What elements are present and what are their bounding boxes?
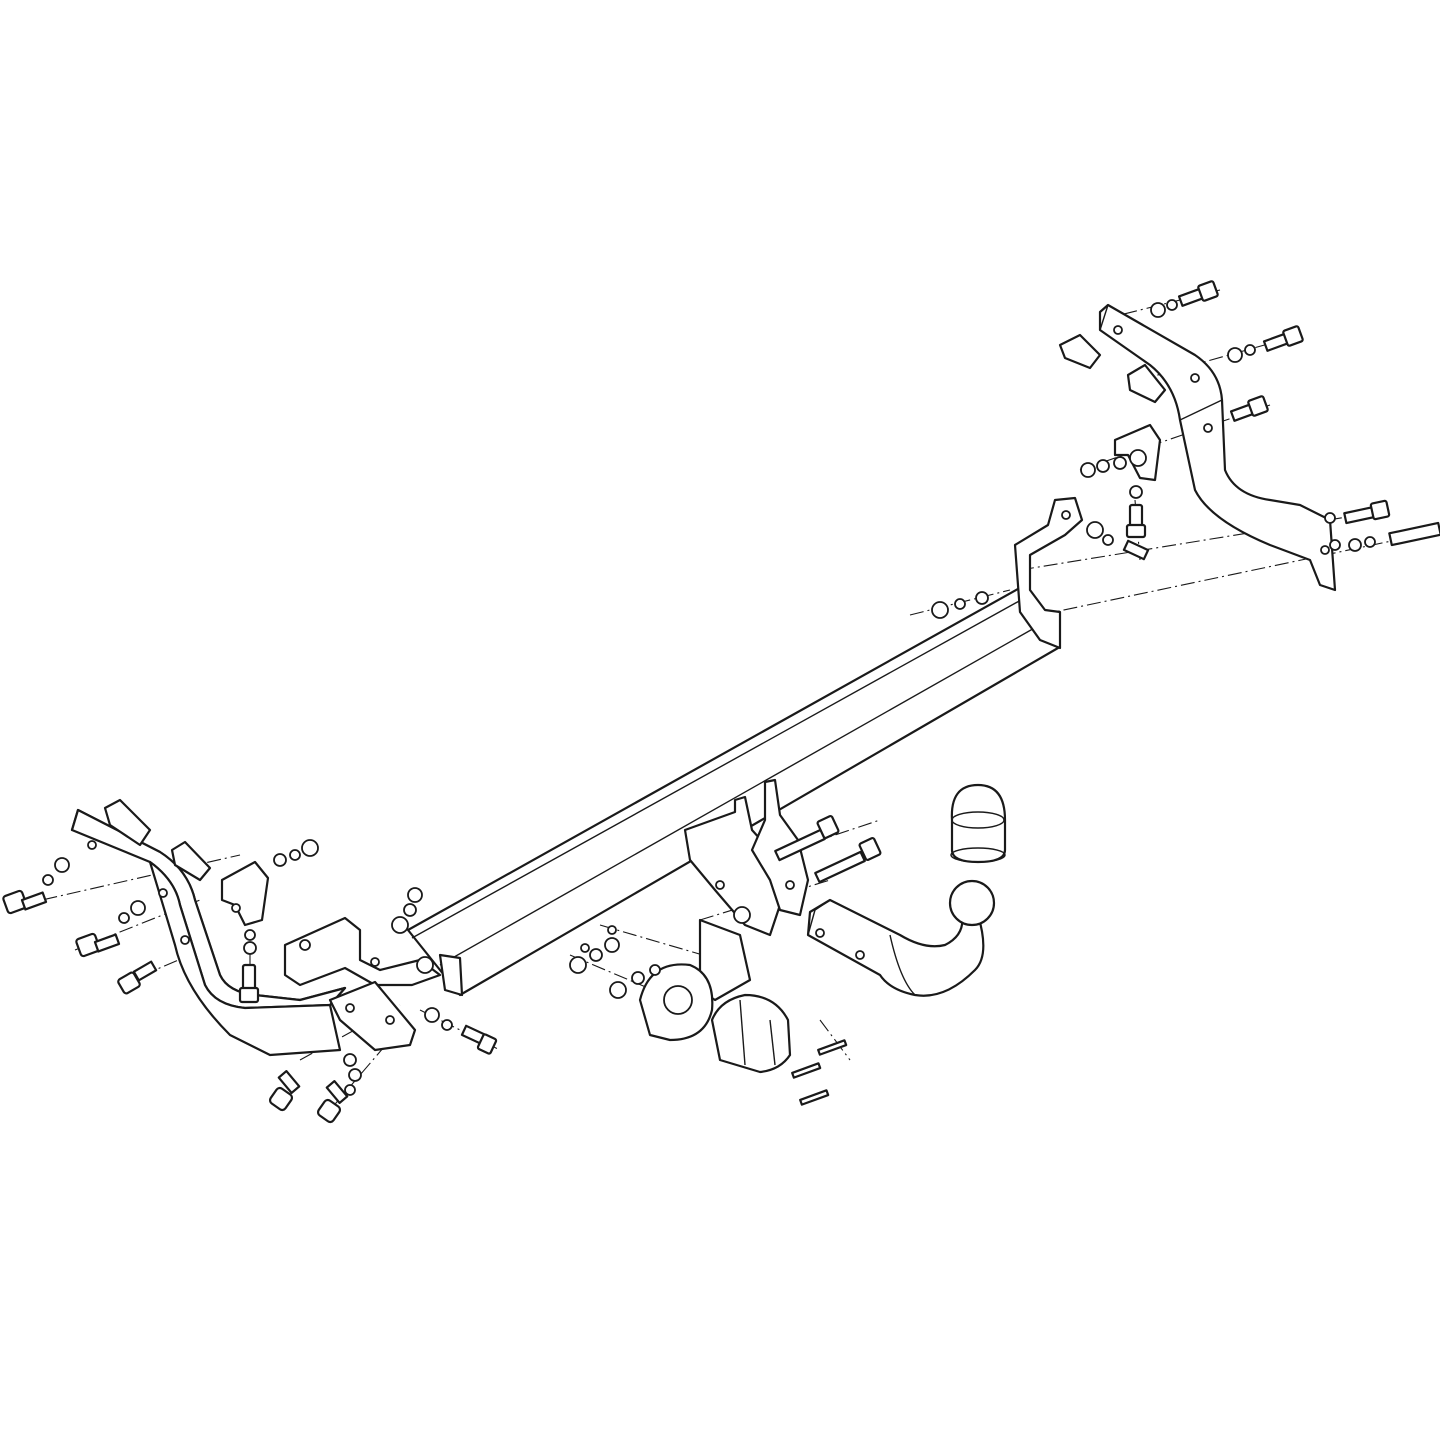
- bolt: [1122, 539, 1150, 561]
- screw: [791, 1062, 822, 1079]
- washers-and-nuts: [42, 299, 1376, 1096]
- bolt: [1229, 395, 1269, 422]
- bolt: [460, 1024, 498, 1055]
- bolt: [1262, 325, 1304, 352]
- bracket-hole: [180, 935, 190, 945]
- left-mounting-plate: [283, 916, 442, 1052]
- right-side-bracket: [1098, 303, 1337, 592]
- ball-neck-mounting-brackets: [683, 778, 810, 937]
- bolt: [1343, 499, 1391, 525]
- bolt: [1388, 521, 1440, 547]
- electrical-socket: [710, 993, 792, 1074]
- tow-ball: [948, 879, 996, 927]
- electrical-socket-plate: [638, 918, 752, 1042]
- bolt: [238, 963, 260, 1004]
- right-mounting-plate: [1013, 496, 1084, 650]
- screw: [817, 1039, 848, 1056]
- fasteners: [2, 280, 1440, 1124]
- left-side-bracket: [70, 808, 347, 1057]
- bolt: [316, 1080, 349, 1124]
- bolt: [1125, 503, 1147, 539]
- main-crossbar: [406, 583, 1060, 997]
- crossbar-nut: [416, 956, 434, 974]
- bolt: [774, 815, 840, 862]
- bracket-hole: [158, 888, 168, 898]
- bolt: [75, 932, 121, 958]
- screw: [799, 1089, 830, 1106]
- bolt: [2, 889, 48, 915]
- bolt: [268, 1070, 301, 1112]
- tow-ball-cover: [950, 783, 1007, 864]
- bolt: [117, 960, 158, 995]
- bolt: [814, 837, 882, 884]
- tow-ball-neck: [806, 879, 996, 997]
- bracket-hole: [87, 840, 97, 850]
- bolt: [1177, 280, 1219, 307]
- left-cage-nut-clips: [103, 798, 270, 927]
